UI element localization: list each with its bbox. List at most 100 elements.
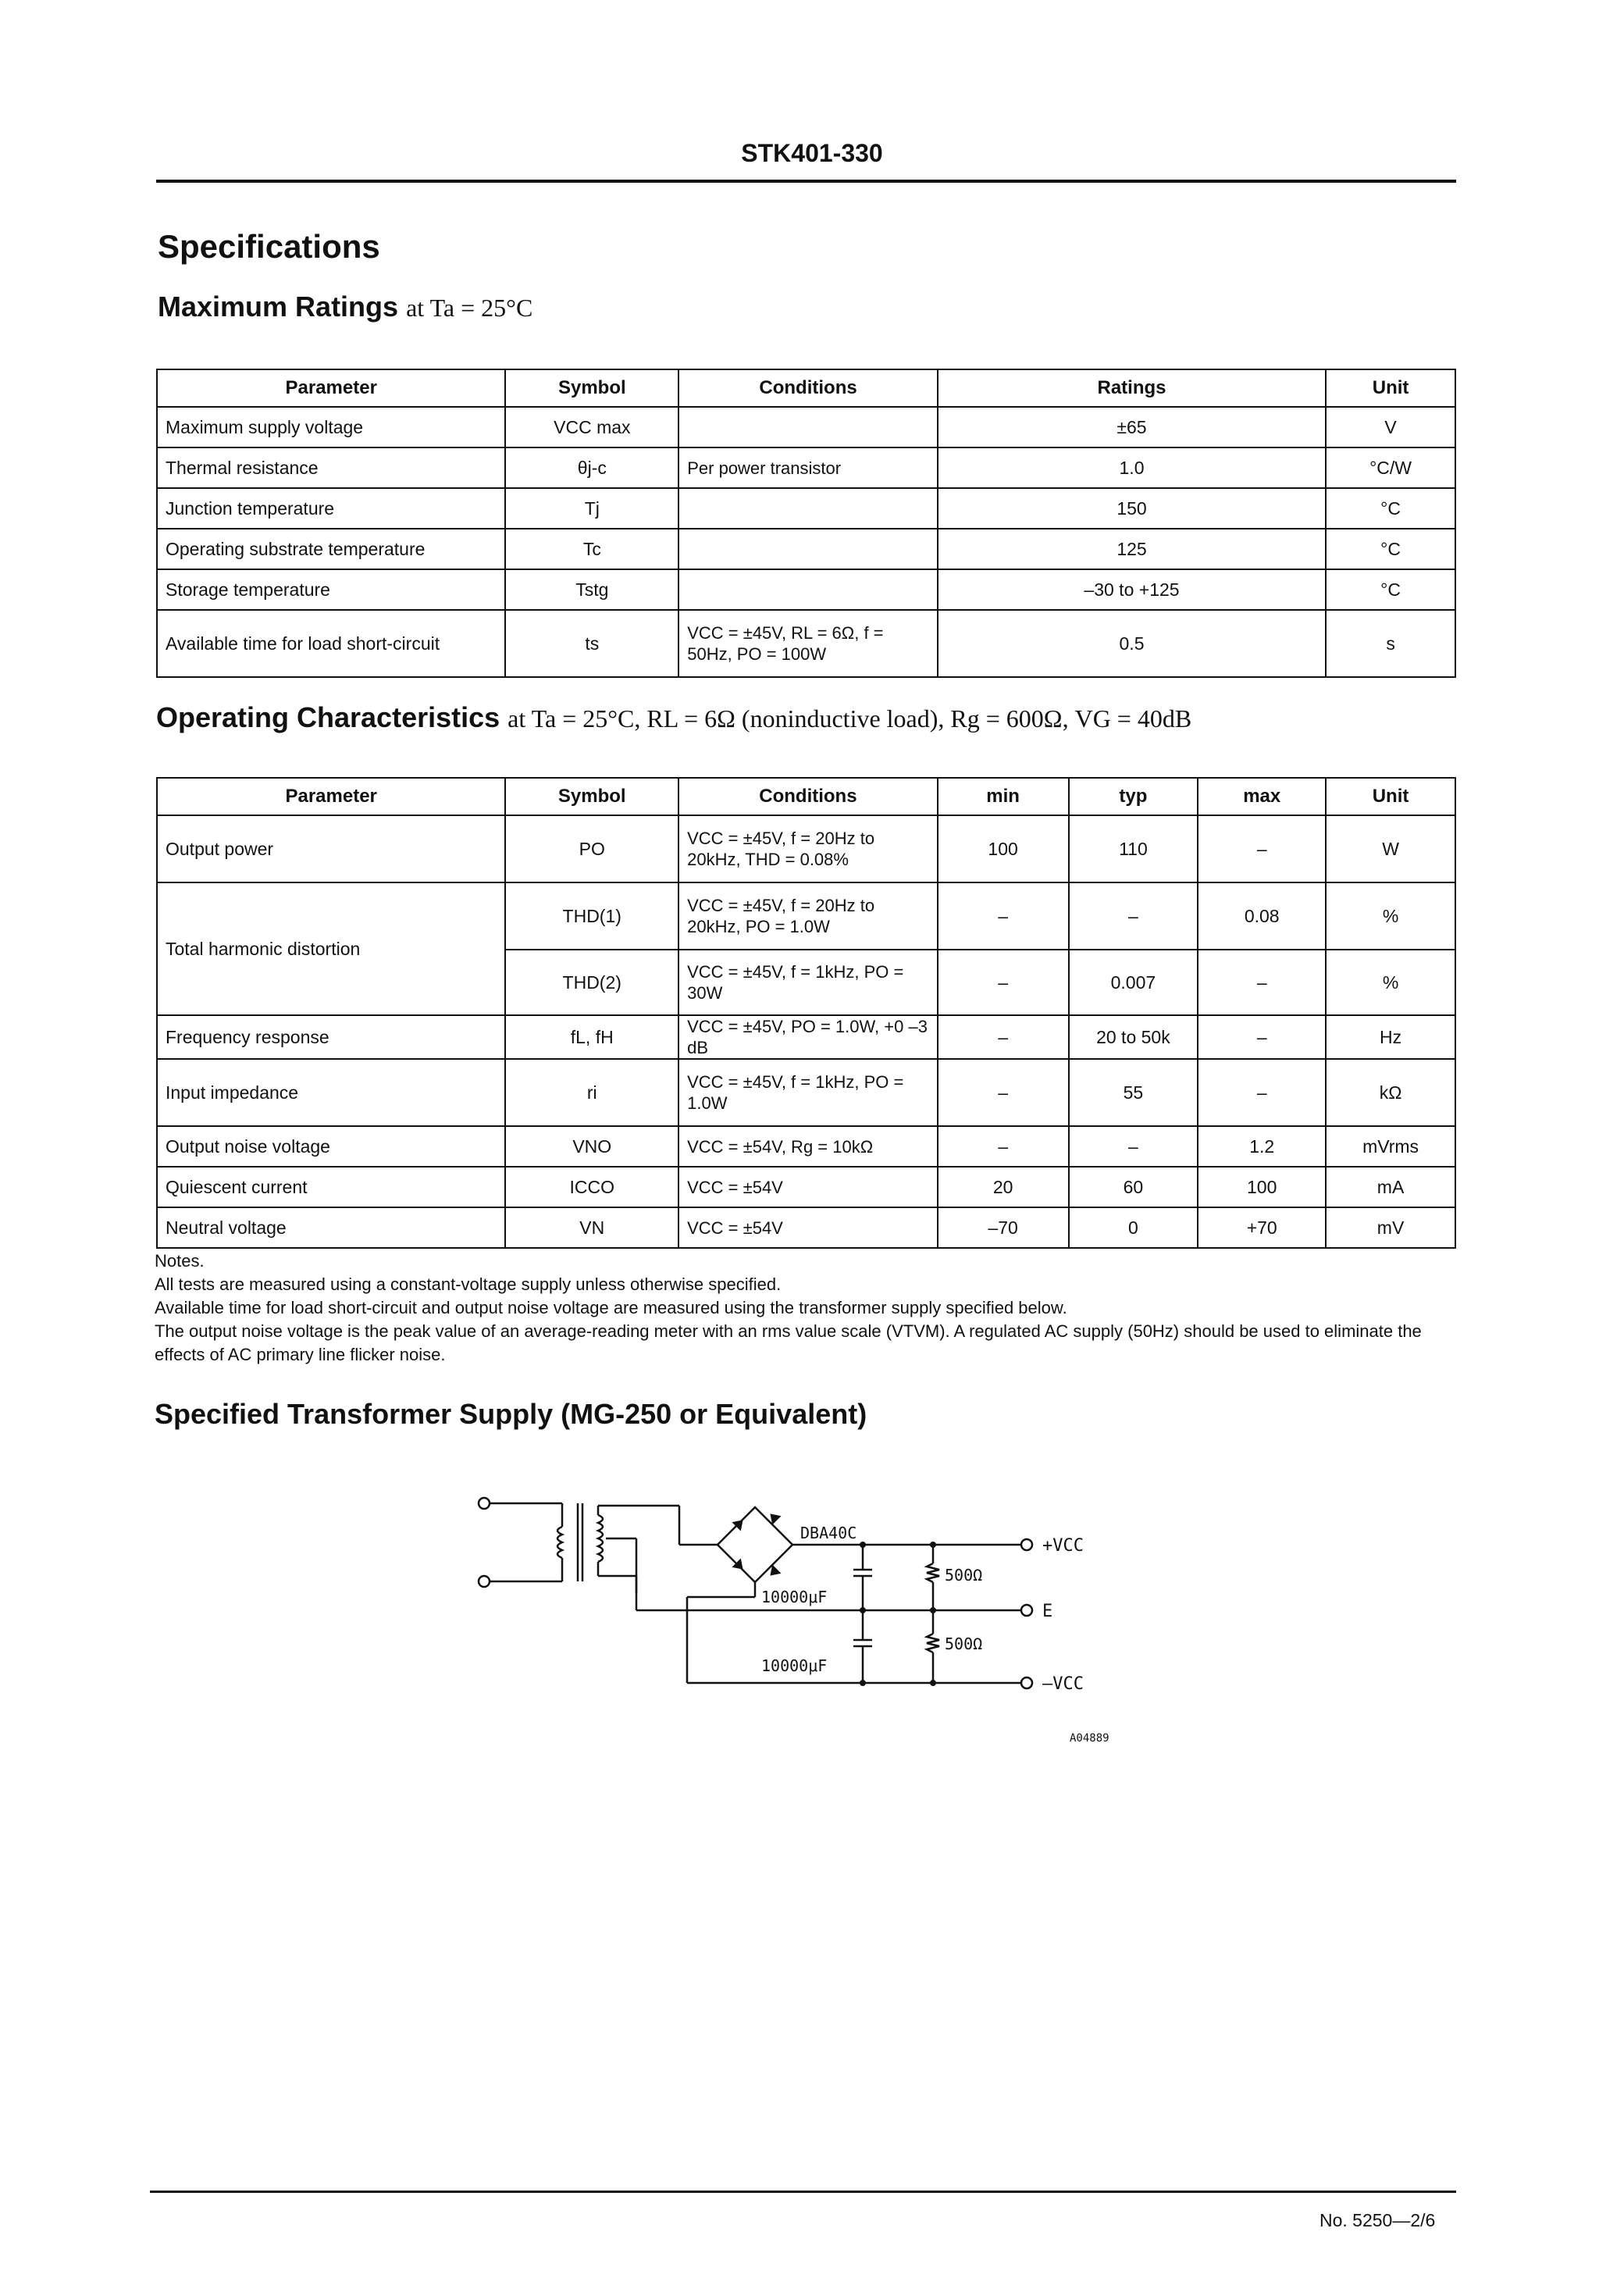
cap-label-lower: 10000μF: [761, 1656, 827, 1675]
symbol-cell: Tstg: [504, 569, 680, 611]
conditions-cell: VCC = ±54V: [678, 1166, 938, 1208]
min-cell: –70: [936, 1207, 1070, 1249]
typ-cell: 0.007: [1067, 949, 1199, 1016]
max-cell: 1.2: [1197, 1125, 1327, 1168]
parameter-cell: Frequency response: [155, 1014, 507, 1060]
note-line: All tests are measured using a constant-…: [155, 1274, 782, 1294]
conditions-cell: [678, 569, 938, 611]
table-row: Available time for load short-circuit ts…: [155, 609, 1456, 678]
terminal-neg-vcc: [1020, 1676, 1034, 1690]
terminal-gnd-label: E: [1042, 1602, 1052, 1621]
min-cell: –: [936, 1125, 1070, 1168]
parameter-cell: Total harmonic distortion: [155, 882, 507, 1016]
parameter-cell: Quiescent current: [155, 1166, 507, 1208]
rating-cell: ±65: [936, 406, 1327, 448]
header-cell: Unit: [1325, 777, 1456, 816]
symbol-cell: θj-c: [504, 447, 680, 489]
parameter-cell: Maximum supply voltage: [155, 406, 507, 448]
ac-input-terminal-2: [477, 1574, 491, 1588]
typ-cell: 60: [1067, 1166, 1199, 1208]
conditions-cell: VCC = ±45V, f = 20Hz to 20kHz, THD = 0.0…: [678, 815, 938, 883]
min-cell: 20: [936, 1166, 1070, 1208]
table-row: Junction temperature Tj 150 °C: [155, 487, 1456, 529]
parameter-cell: Operating substrate temperature: [155, 528, 507, 570]
resistor-icon: [924, 1545, 940, 1610]
header-cell: Parameter: [155, 777, 507, 816]
bridge-rectifier-icon: [635, 1506, 794, 1593]
conditions-cell: VCC = ±54V, Rg = 10kΩ: [678, 1125, 938, 1168]
table-row: Storage temperature Tstg –30 to +125 °C: [155, 569, 1456, 611]
symbol-cell: VN: [504, 1207, 680, 1249]
header-rule: [156, 180, 1456, 183]
table-row: Output power PO VCC = ±45V, f = 20Hz to …: [155, 815, 1456, 883]
max-ratings-title: Maximum Ratings: [158, 291, 399, 323]
section-title: Specifications: [158, 228, 380, 265]
header-cell: Unit: [1325, 369, 1456, 408]
unit-cell: mV: [1325, 1207, 1456, 1249]
header-cell: Conditions: [678, 369, 938, 408]
symbol-cell: ri: [504, 1058, 680, 1127]
max-ratings-heading: Maximum Ratings at Ta = 25°C: [158, 291, 532, 323]
header-cell: typ: [1067, 777, 1199, 816]
parameter-cell: Junction temperature: [155, 487, 507, 529]
notes-block: Notes. All tests are measured using a co…: [155, 1250, 1458, 1367]
note-line: effects of AC primary line flicker noise…: [155, 1345, 446, 1364]
rating-cell: 125: [936, 528, 1327, 570]
symbol-cell: PO: [504, 815, 680, 883]
conditions-cell: [678, 487, 938, 529]
max-ratings-table: Parameter Symbol Conditions Ratings Unit…: [155, 369, 1456, 678]
unit-cell: °C: [1325, 487, 1456, 529]
unit-cell: W: [1325, 815, 1456, 883]
typ-cell: –: [1067, 1125, 1199, 1168]
parameter-cell: Storage temperature: [155, 569, 507, 611]
conditions-cell: VCC = ±45V, f = 1kHz, PO = 30W: [678, 949, 938, 1016]
rating-cell: 0.5: [936, 609, 1327, 678]
symbol-cell: THD(1): [504, 882, 680, 950]
transformer-heading: Specified Transformer Supply (MG-250 or …: [155, 1398, 867, 1430]
table-row: Quiescent current ICCO VCC = ±54V 20 60 …: [155, 1166, 1456, 1208]
transformer-icon: [556, 1503, 604, 1581]
max-ratings-condition: at Ta = 25°C: [406, 294, 533, 322]
parameter-cell: Output noise voltage: [155, 1125, 507, 1168]
min-cell: –: [936, 1058, 1070, 1127]
terminal-pos-vcc: [1020, 1538, 1034, 1552]
table-row: Thermal resistance θj-c Per power transi…: [155, 447, 1456, 489]
table-row: THD(2) VCC = ±45V, f = 1kHz, PO = 30W – …: [157, 949, 1456, 1016]
header-cell: max: [1197, 777, 1327, 816]
op-char-table: Parameter Symbol Conditions min typ max …: [155, 777, 1456, 1249]
parameter-cell: Input impedance: [155, 1058, 507, 1127]
table-row: Maximum supply voltage VCC max ±65 V: [155, 406, 1456, 448]
max-cell: +70: [1197, 1207, 1327, 1249]
op-char-condition: at Ta = 25°C, RL = 6Ω (noninductive load…: [508, 704, 1192, 733]
unit-cell: s: [1325, 609, 1456, 678]
op-char-title: Operating Characteristics: [156, 701, 500, 733]
header-cell: Symbol: [504, 369, 680, 408]
conditions-cell: VCC = ±45V, RL = 6Ω, f = 50Hz, PO = 100W: [678, 609, 938, 678]
rating-cell: 1.0: [936, 447, 1327, 489]
unit-cell: Hz: [1325, 1014, 1456, 1060]
max-cell: 100: [1197, 1166, 1327, 1208]
max-cell: –: [1197, 815, 1327, 883]
unit-cell: kΩ: [1325, 1058, 1456, 1127]
parameter-cell: Output power: [155, 815, 507, 883]
unit-cell: %: [1325, 949, 1456, 1016]
table-row: Neutral voltage VN VCC = ±54V –70 0 +70 …: [155, 1207, 1456, 1249]
parameter-cell: Thermal resistance: [155, 447, 507, 489]
typ-cell: 20 to 50k: [1067, 1014, 1199, 1060]
figure-id: A04889: [1070, 1732, 1109, 1745]
header-cell: Symbol: [504, 777, 680, 816]
conditions-cell: Per power transistor: [678, 447, 938, 489]
table-row: Total harmonic distortion THD(1) VCC = ±…: [155, 882, 1456, 1016]
symbol-cell: THD(2): [504, 949, 680, 1016]
table-row: Operating substrate temperature Tc 125 °…: [155, 528, 1456, 570]
rating-cell: 150: [936, 487, 1327, 529]
op-char-heading: Operating Characteristics at Ta = 25°C, …: [156, 701, 1191, 734]
header-cell: min: [936, 777, 1070, 816]
min-cell: –: [936, 882, 1070, 950]
table-row: Output noise voltage VNO VCC = ±54V, Rg …: [155, 1125, 1456, 1168]
capacitor-icon: [853, 1610, 872, 1683]
typ-cell: 110: [1067, 815, 1199, 883]
symbol-cell: ts: [504, 609, 680, 678]
typ-cell: 55: [1067, 1058, 1199, 1127]
note-line: Available time for load short-circuit an…: [155, 1298, 1067, 1317]
